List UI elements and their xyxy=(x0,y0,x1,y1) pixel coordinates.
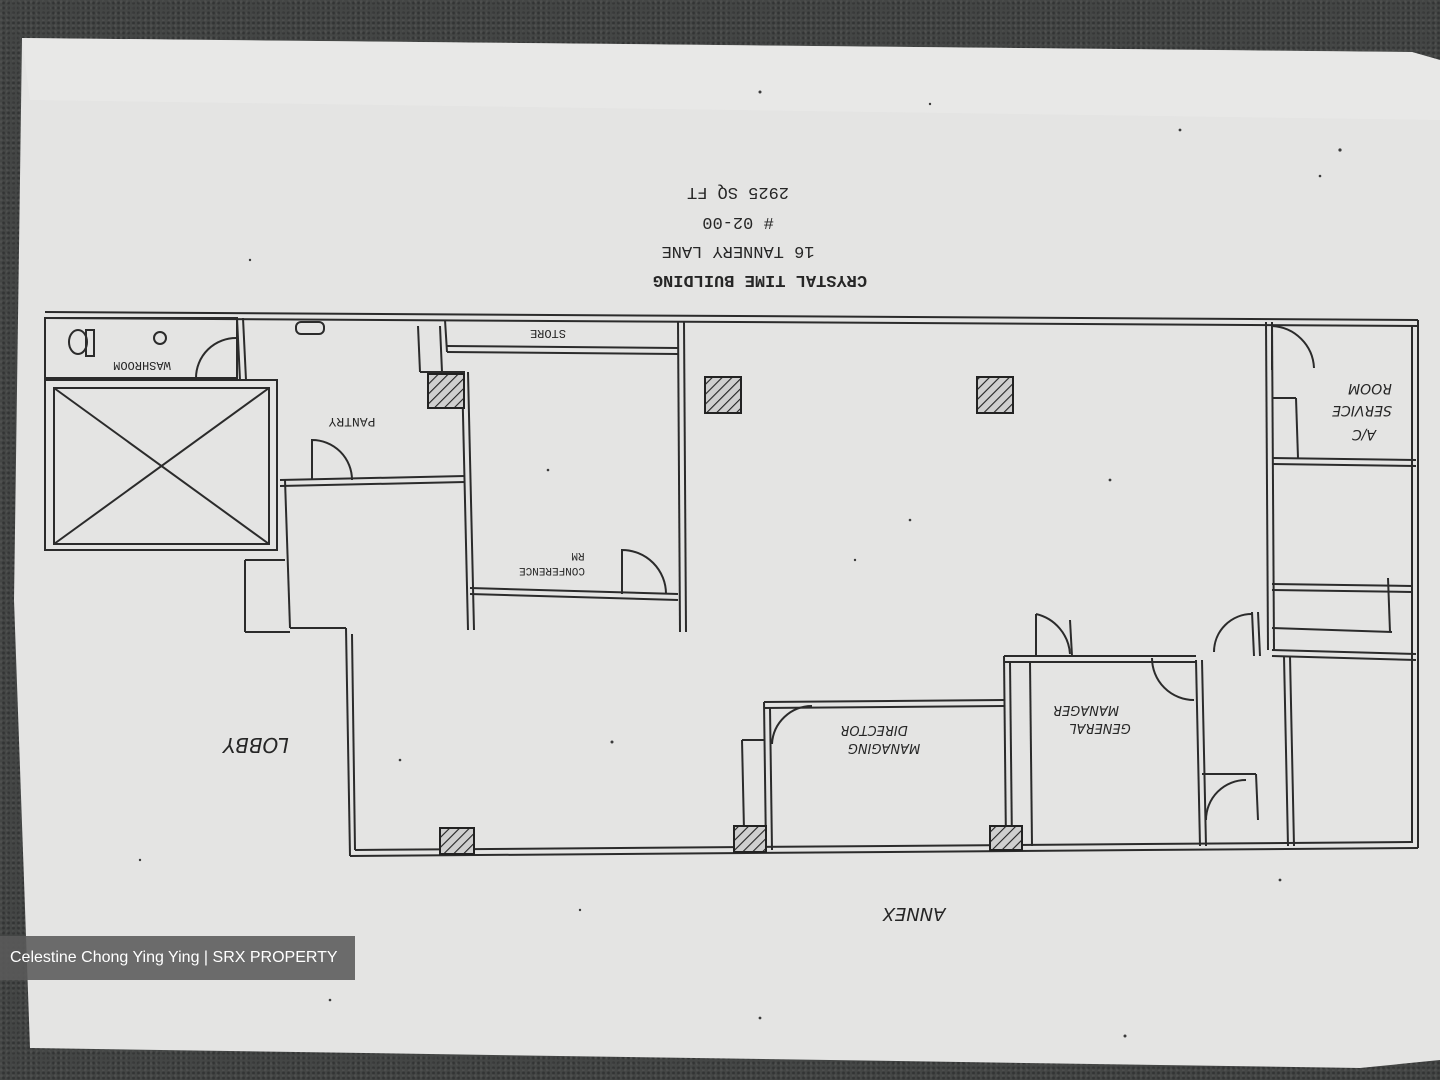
outer-wall-top xyxy=(44,311,1419,321)
pantry-label: PANTRY xyxy=(328,414,375,429)
column-3 xyxy=(976,376,1014,414)
service-label-3: ROOM xyxy=(1348,380,1392,396)
column-1 xyxy=(427,373,465,409)
unit-number: # 02-00 xyxy=(702,212,773,231)
column-6 xyxy=(989,825,1023,851)
column-5 xyxy=(733,825,767,853)
outer-wall-bottom xyxy=(349,847,1419,857)
managing-director-label-2: DIRECTOR xyxy=(840,722,907,737)
general-manager-label-1: GENERAL xyxy=(1069,720,1130,735)
service-label-1: A/C xyxy=(1352,426,1377,442)
paper-sheet xyxy=(14,38,1440,1068)
washroom-outline xyxy=(44,317,238,379)
store-label: STORE xyxy=(530,326,566,340)
service-label-2: SERVICE xyxy=(1332,402,1392,418)
column-4 xyxy=(439,827,475,855)
managing-director-label-1: MANAGING xyxy=(848,740,920,755)
watermark-banner: Celestine Chong Ying Ying | SRX PROPERTY xyxy=(0,936,355,980)
lobby-label: LOBBY xyxy=(221,733,288,757)
building-address: 16 TANNERY LANE xyxy=(661,241,814,260)
column-2 xyxy=(704,376,742,414)
lift-shaft xyxy=(44,379,278,551)
annex-label: ANNEX xyxy=(882,903,947,924)
floor-area: 2925 SQ FT xyxy=(687,182,789,201)
conference-label-2: RM xyxy=(571,549,584,561)
general-manager-label-2: MANAGER xyxy=(1053,702,1119,717)
building-name: CRYSTAL TIME BUILDING xyxy=(653,270,867,289)
washroom-label: WASHROOM xyxy=(113,358,171,372)
conference-label-1: CONFERENCE xyxy=(519,564,585,576)
